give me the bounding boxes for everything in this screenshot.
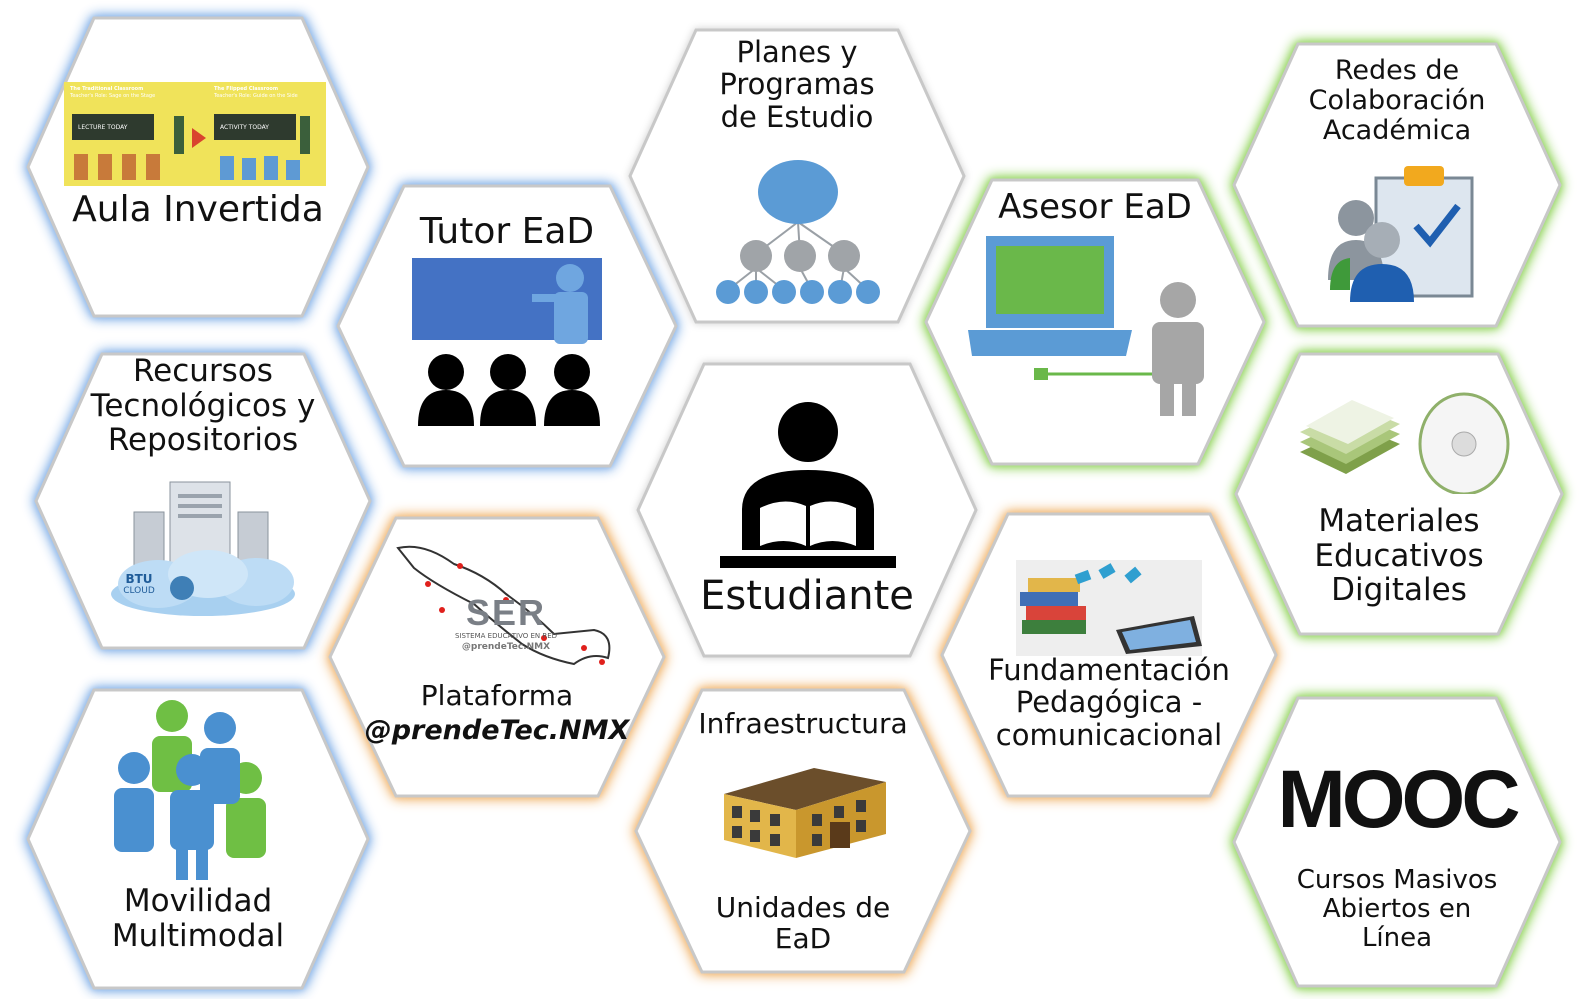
hex-frame [328,516,666,798]
node-label: Fundamentación Pedagógica - comunicacion… [988,653,1230,752]
thumb-right-title: The Flipped Classroom [214,86,279,92]
node-fundamentacion: Fundamentación Pedagógica - comunicacion… [936,510,1282,800]
thumb-right-sub: Teacher's Role: Guide on the Side [214,93,298,99]
thumb-left-board: LECTURE TODAY [78,124,128,131]
advisor-laptop-icon [966,234,1216,418]
plataforma-logo-icon: SER SISTEMA EDUCATIVO EN RED @prendeTec.… [394,534,624,676]
logo-sub: SISTEMA EDUCATIVO EN RED [454,632,558,640]
thumb-left-sub: Teacher's Role: Sage on the Stage [70,93,156,99]
node-label: Materiales Educativos Digitales [1314,503,1484,609]
cloud-brand-text: BTU [125,572,153,586]
mooc-logo-text: MOOC [1277,754,1520,845]
node-asesor-ead: Asesor EaD [920,176,1270,468]
people-group-icon [110,698,276,882]
books-tablet-icon [1016,560,1202,656]
documents-disc-icon [1296,382,1510,496]
thumb-left-title: The Traditional Classroom [70,86,144,92]
node-redes-colaboracion: Redes de Colaboración Académica [1228,40,1566,330]
building-icon [722,748,888,862]
thumb-right-board: ACTIVITY TODAY [220,124,269,131]
node-materiales-digitales: Materiales Educativos Digitales [1230,350,1568,638]
node-aula-invertida: The Traditional Classroom Teacher's Role… [22,14,374,320]
cloud-sub-text: CLOUD [123,586,155,596]
node-label: Planes y Programas de Estudio [719,35,875,134]
collaboration-clipboard-icon [1326,160,1478,306]
logo-handle: @prendeTec.NMX [461,642,551,652]
node-label: Estudiante [700,573,914,619]
node-mooc: MOOC Cursos Masivos Abiertos en Línea [1228,694,1566,990]
hex-frame [1232,696,1562,988]
node-label: Tutor EaD [419,211,595,252]
node-label: Unidades de EaD [715,891,891,956]
node-estudiante: Estudiante [632,360,982,660]
node-label-top: Infraestructura [698,707,908,740]
cloud-servers-icon: BTU CLOUD [108,476,298,618]
node-label: Asesor EaD [998,187,1192,227]
node-movilidad-multimodal: Movilidad Multimodal [22,686,374,992]
node-label: Redes de Colaboración Académica [1308,55,1486,147]
logo-mark: SER [465,592,547,633]
node-planes-programas: Planes y Programas de Estudio [624,26,970,326]
node-label: Movilidad Multimodal [111,883,285,954]
teacher-classroom-icon [412,256,604,428]
node-label: Aula Invertida [72,189,324,230]
node-label: Cursos Masivos Abiertos en Línea [1296,865,1498,954]
flipped-classroom-icon: The Traditional Classroom Teacher's Role… [64,82,326,186]
node-infraestructura: Infraestructura Unidades de EaD [630,686,976,976]
node-label-bold: @prendeTec.NMX [364,715,630,746]
node-tutor-ead: Tutor EaD [332,182,682,470]
node-label: Plataforma [420,679,574,712]
node-label: Recursos Tecnológicos y Repositorios [90,353,316,459]
node-plataforma: SER SISTEMA EDUCATIVO EN RED @prendeTec.… [324,514,670,800]
student-reading-icon [720,400,896,572]
node-recursos-tecnologicos: Recursos Tecnológicos y Repositorios BTU… [30,350,376,652]
hierarchy-icon [712,158,886,308]
